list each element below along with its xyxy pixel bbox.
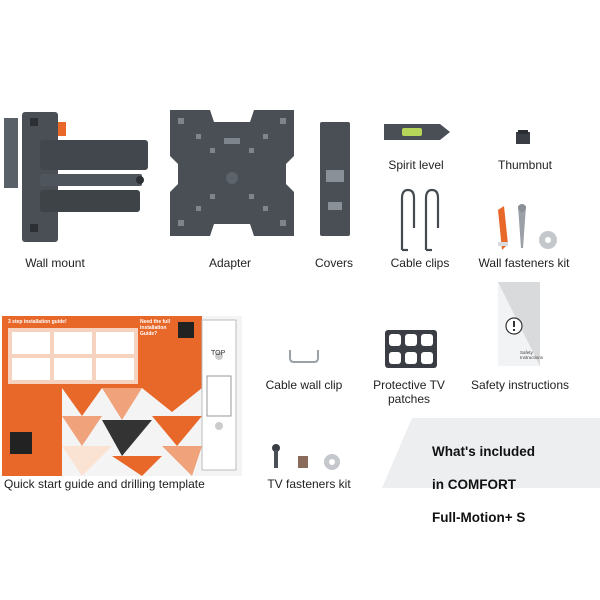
covers-label: Covers bbox=[314, 256, 353, 270]
wall-fasteners-kit-image bbox=[492, 204, 560, 252]
guide-heading: 3 step installation guide! bbox=[8, 319, 67, 325]
spirit-level-image bbox=[382, 120, 452, 144]
safety-instructions-image bbox=[494, 282, 544, 368]
wall-fasteners-kit-label: Wall fasteners kit bbox=[478, 256, 570, 270]
protective-tv-patches-label: Protective TV patches bbox=[373, 378, 445, 406]
wall-mount-label: Wall mount bbox=[25, 256, 85, 270]
cable-wall-clip-image bbox=[288, 348, 320, 364]
panel-title: What's included in COMFORT Full-Motion+ … bbox=[432, 427, 592, 543]
spirit-level-label: Spirit level bbox=[388, 158, 444, 172]
panel-title-line1: What's included bbox=[432, 443, 535, 459]
wall-mount-image bbox=[0, 112, 150, 247]
template-top-label: TOP bbox=[211, 350, 226, 357]
adapter-image bbox=[162, 108, 302, 238]
cable-clips-image bbox=[394, 188, 446, 254]
cable-wall-clip-label: Cable wall clip bbox=[265, 378, 343, 392]
cable-clips-label: Cable clips bbox=[390, 256, 450, 270]
quick-start-guide-image bbox=[2, 316, 242, 476]
tv-fasteners-kit-label: TV fasteners kit bbox=[267, 477, 351, 491]
thumbnut-label: Thumbnut bbox=[497, 158, 553, 172]
thumbnut-image bbox=[514, 128, 532, 146]
info-panel bbox=[382, 418, 600, 488]
safety-sheet-title: Safety Instructions bbox=[520, 350, 544, 360]
quick-start-guide-label: Quick start guide and drilling template bbox=[4, 477, 205, 491]
guide-side-heading: Need the full installation Guide? bbox=[140, 319, 171, 337]
protective-tv-patches-image bbox=[385, 330, 437, 368]
panel-title-line2: in COMFORT bbox=[432, 476, 516, 492]
safety-instructions-label: Safety instructions bbox=[470, 378, 570, 392]
covers-image bbox=[318, 122, 354, 238]
tv-fasteners-kit-image bbox=[266, 444, 346, 470]
panel-title-line3: Full-Motion+ S bbox=[432, 509, 526, 525]
adapter-label: Adapter bbox=[208, 256, 252, 270]
